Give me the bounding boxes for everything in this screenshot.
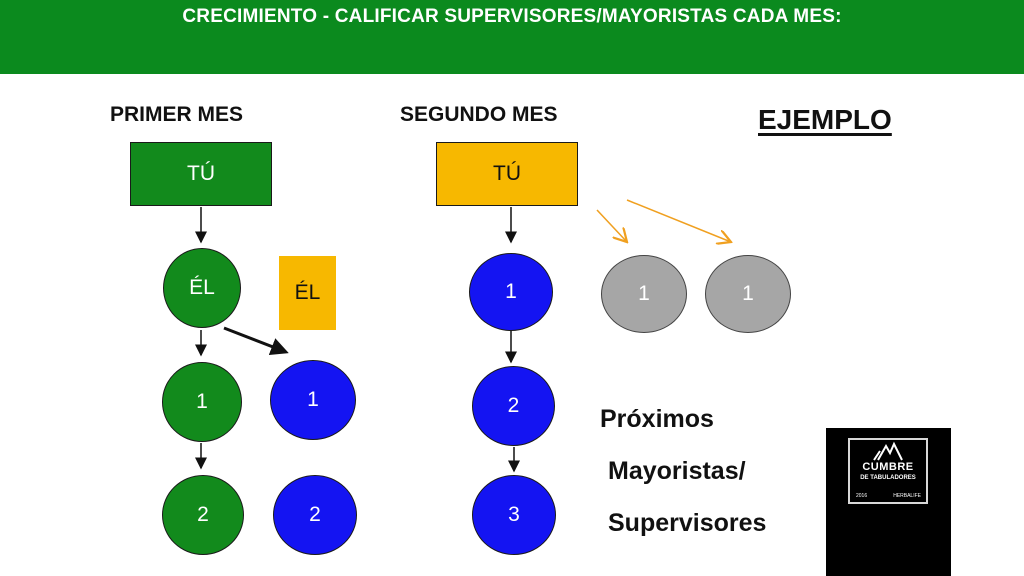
you-box-first-month: TÚ	[130, 142, 272, 206]
arrow-orange-to-gray-2	[626, 199, 731, 242]
next-label-line3: Supervisores	[608, 509, 767, 537]
logo-year: 2016	[856, 493, 868, 499]
gray-node-2: 1	[705, 255, 791, 333]
you-box-second-month: TÚ	[436, 142, 578, 206]
mountain-icon	[873, 441, 903, 461]
blue-node-second-3: 3	[472, 475, 556, 555]
blue-node-second-2: 2	[472, 366, 555, 446]
green-node-2: 2	[162, 475, 244, 555]
logo-org: HERBALIFE	[893, 493, 921, 499]
next-label-line1: Próximos	[600, 405, 714, 433]
green-node-1: 1	[162, 362, 242, 442]
heading-example: EJEMPLO	[758, 104, 892, 135]
title-banner: CRECIMIENTO - CALIFICAR SUPERVISORES/MAY…	[0, 0, 1024, 74]
heading-second-month: SEGUNDO MES	[400, 103, 558, 126]
logo-frame: CUMBRE DE TABULADORES 2016 HERBALIFE	[848, 438, 928, 504]
heading-first-month: PRIMER MES	[110, 103, 244, 126]
gray-node-1: 1	[601, 255, 687, 333]
arrow-orange-to-gray-1	[596, 209, 627, 242]
blue-node-2: 2	[273, 475, 357, 555]
he-node-first-month: ÉL	[163, 248, 241, 328]
he-box-first-month: ÉL	[279, 256, 336, 330]
arrow-el-to-blue-1	[223, 326, 289, 355]
page-title: CRECIMIENTO - CALIFICAR SUPERVISORES/MAY…	[182, 6, 842, 27]
next-label-line2: Mayoristas/	[608, 457, 746, 485]
blue-node-1: 1	[270, 360, 356, 440]
logo-line2: DE TABULADORES	[860, 475, 916, 481]
logo-line1: CUMBRE	[862, 461, 914, 473]
event-logo: CUMBRE DE TABULADORES 2016 HERBALIFE	[826, 428, 951, 576]
blue-node-second-1: 1	[469, 253, 553, 331]
